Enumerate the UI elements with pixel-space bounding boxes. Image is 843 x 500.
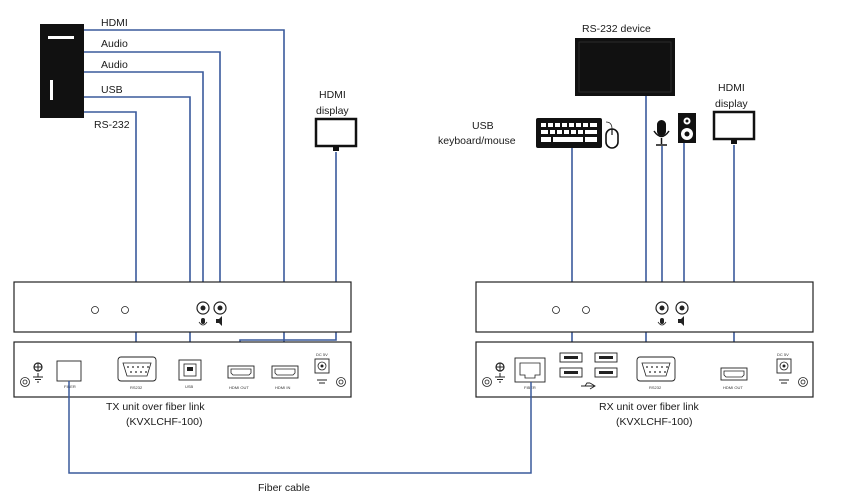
rx-fiber-port — [514, 357, 546, 383]
rx-hdmi-display-icon — [712, 110, 756, 144]
tx-rs232-port-label: RS232 — [130, 385, 143, 390]
fiber-cable-wire — [68, 381, 532, 474]
usb-peripheral-label-1: USB — [472, 120, 494, 132]
tx-usb-port — [178, 359, 202, 381]
mouse-icon — [605, 121, 619, 149]
tx-dc-port-label: DC 5V — [316, 352, 328, 357]
rx-display-label-1: HDMI — [718, 82, 745, 94]
pc-hdmi-label: HDMI — [101, 17, 128, 29]
rx-usb-symbol-icon — [581, 382, 596, 390]
tx-dc-jack — [314, 358, 330, 384]
wire-pc-audio-1 — [84, 51, 221, 300]
rx-display-label-2: display — [715, 98, 748, 110]
rx-speaker-small-icon — [678, 316, 684, 326]
tx-display-label-2: display — [316, 105, 349, 117]
rx-ground-icon — [495, 362, 505, 383]
rx-hdmi-out-port-label: HDMI OUT — [723, 385, 743, 390]
rx-unit-rear-panel: FIBER RS232 HDMI OUT DC 5V — [475, 341, 814, 398]
speaker-icon — [678, 113, 696, 143]
pc-tower-icon — [40, 24, 84, 118]
tx-unit-label-1: TX unit over fiber link — [106, 401, 205, 413]
wire-pc-usb — [84, 96, 191, 370]
tx-usb-port-label: USB — [185, 384, 194, 389]
rs232-device-label: RS-232 device — [582, 23, 651, 35]
pc-audio-label-2: Audio — [101, 59, 128, 71]
rx-fiber-port-label: FIBER — [524, 385, 536, 390]
tx-unit-front-panel — [13, 281, 352, 333]
tx-hdmi-in-port-label: HDMI IN — [275, 385, 290, 390]
tx-hdmi-out-port-label: HDMI OUT — [229, 385, 249, 390]
rx-unit-label-2: (KVXLCHF-100) — [616, 416, 692, 428]
pc-usb-label: USB — [101, 84, 123, 96]
fiber-cable-label: Fiber cable — [258, 482, 310, 494]
tx-ground-icon — [33, 362, 43, 383]
keyboard-icon — [536, 118, 602, 148]
tx-fiber-port — [56, 360, 82, 382]
wire-pc-hdmi — [84, 29, 285, 370]
rx-dc-jack — [776, 358, 792, 384]
tx-hdmi-display-icon — [314, 117, 358, 151]
pc-audio-label-1: Audio — [101, 38, 128, 50]
tx-rs232-port — [117, 356, 157, 382]
tx-fiber-port-label: FIBER — [64, 384, 76, 389]
tx-hdmi-out-port — [227, 365, 255, 379]
tx-display-label-1: HDMI — [319, 89, 346, 101]
wire-pc-rs232 — [84, 111, 137, 364]
rx-mic-small-icon — [657, 318, 667, 326]
rx-rs232-port — [636, 356, 676, 382]
wire-pc-audio-2 — [84, 71, 204, 300]
tx-mic-icon — [198, 318, 208, 326]
tx-speaker-icon — [216, 316, 222, 326]
microphone-icon — [653, 120, 670, 146]
rx-unit-front-panel — [475, 281, 814, 333]
usb-peripheral-label-2: keyboard/mouse — [438, 135, 516, 147]
rx-unit-label-1: RX unit over fiber link — [599, 401, 700, 413]
rx-hdmi-out-port — [720, 367, 748, 381]
rx-rs232-port-label: RS232 — [649, 385, 662, 390]
tx-unit-label-2: (KVXLCHF-100) — [126, 416, 202, 428]
rs232-device-monitor-icon — [575, 38, 675, 96]
tx-unit-rear-panel: FIBER RS232 USB HDMI OUT HDMI IN DC 5V — [13, 341, 352, 398]
rx-usb-ports — [559, 352, 618, 378]
wire-tx-hdmi-out — [239, 152, 337, 370]
rx-dc-port-label: DC 5V — [777, 352, 789, 357]
pc-rs232-label: RS-232 — [94, 119, 130, 131]
tx-hdmi-in-port — [271, 365, 299, 379]
